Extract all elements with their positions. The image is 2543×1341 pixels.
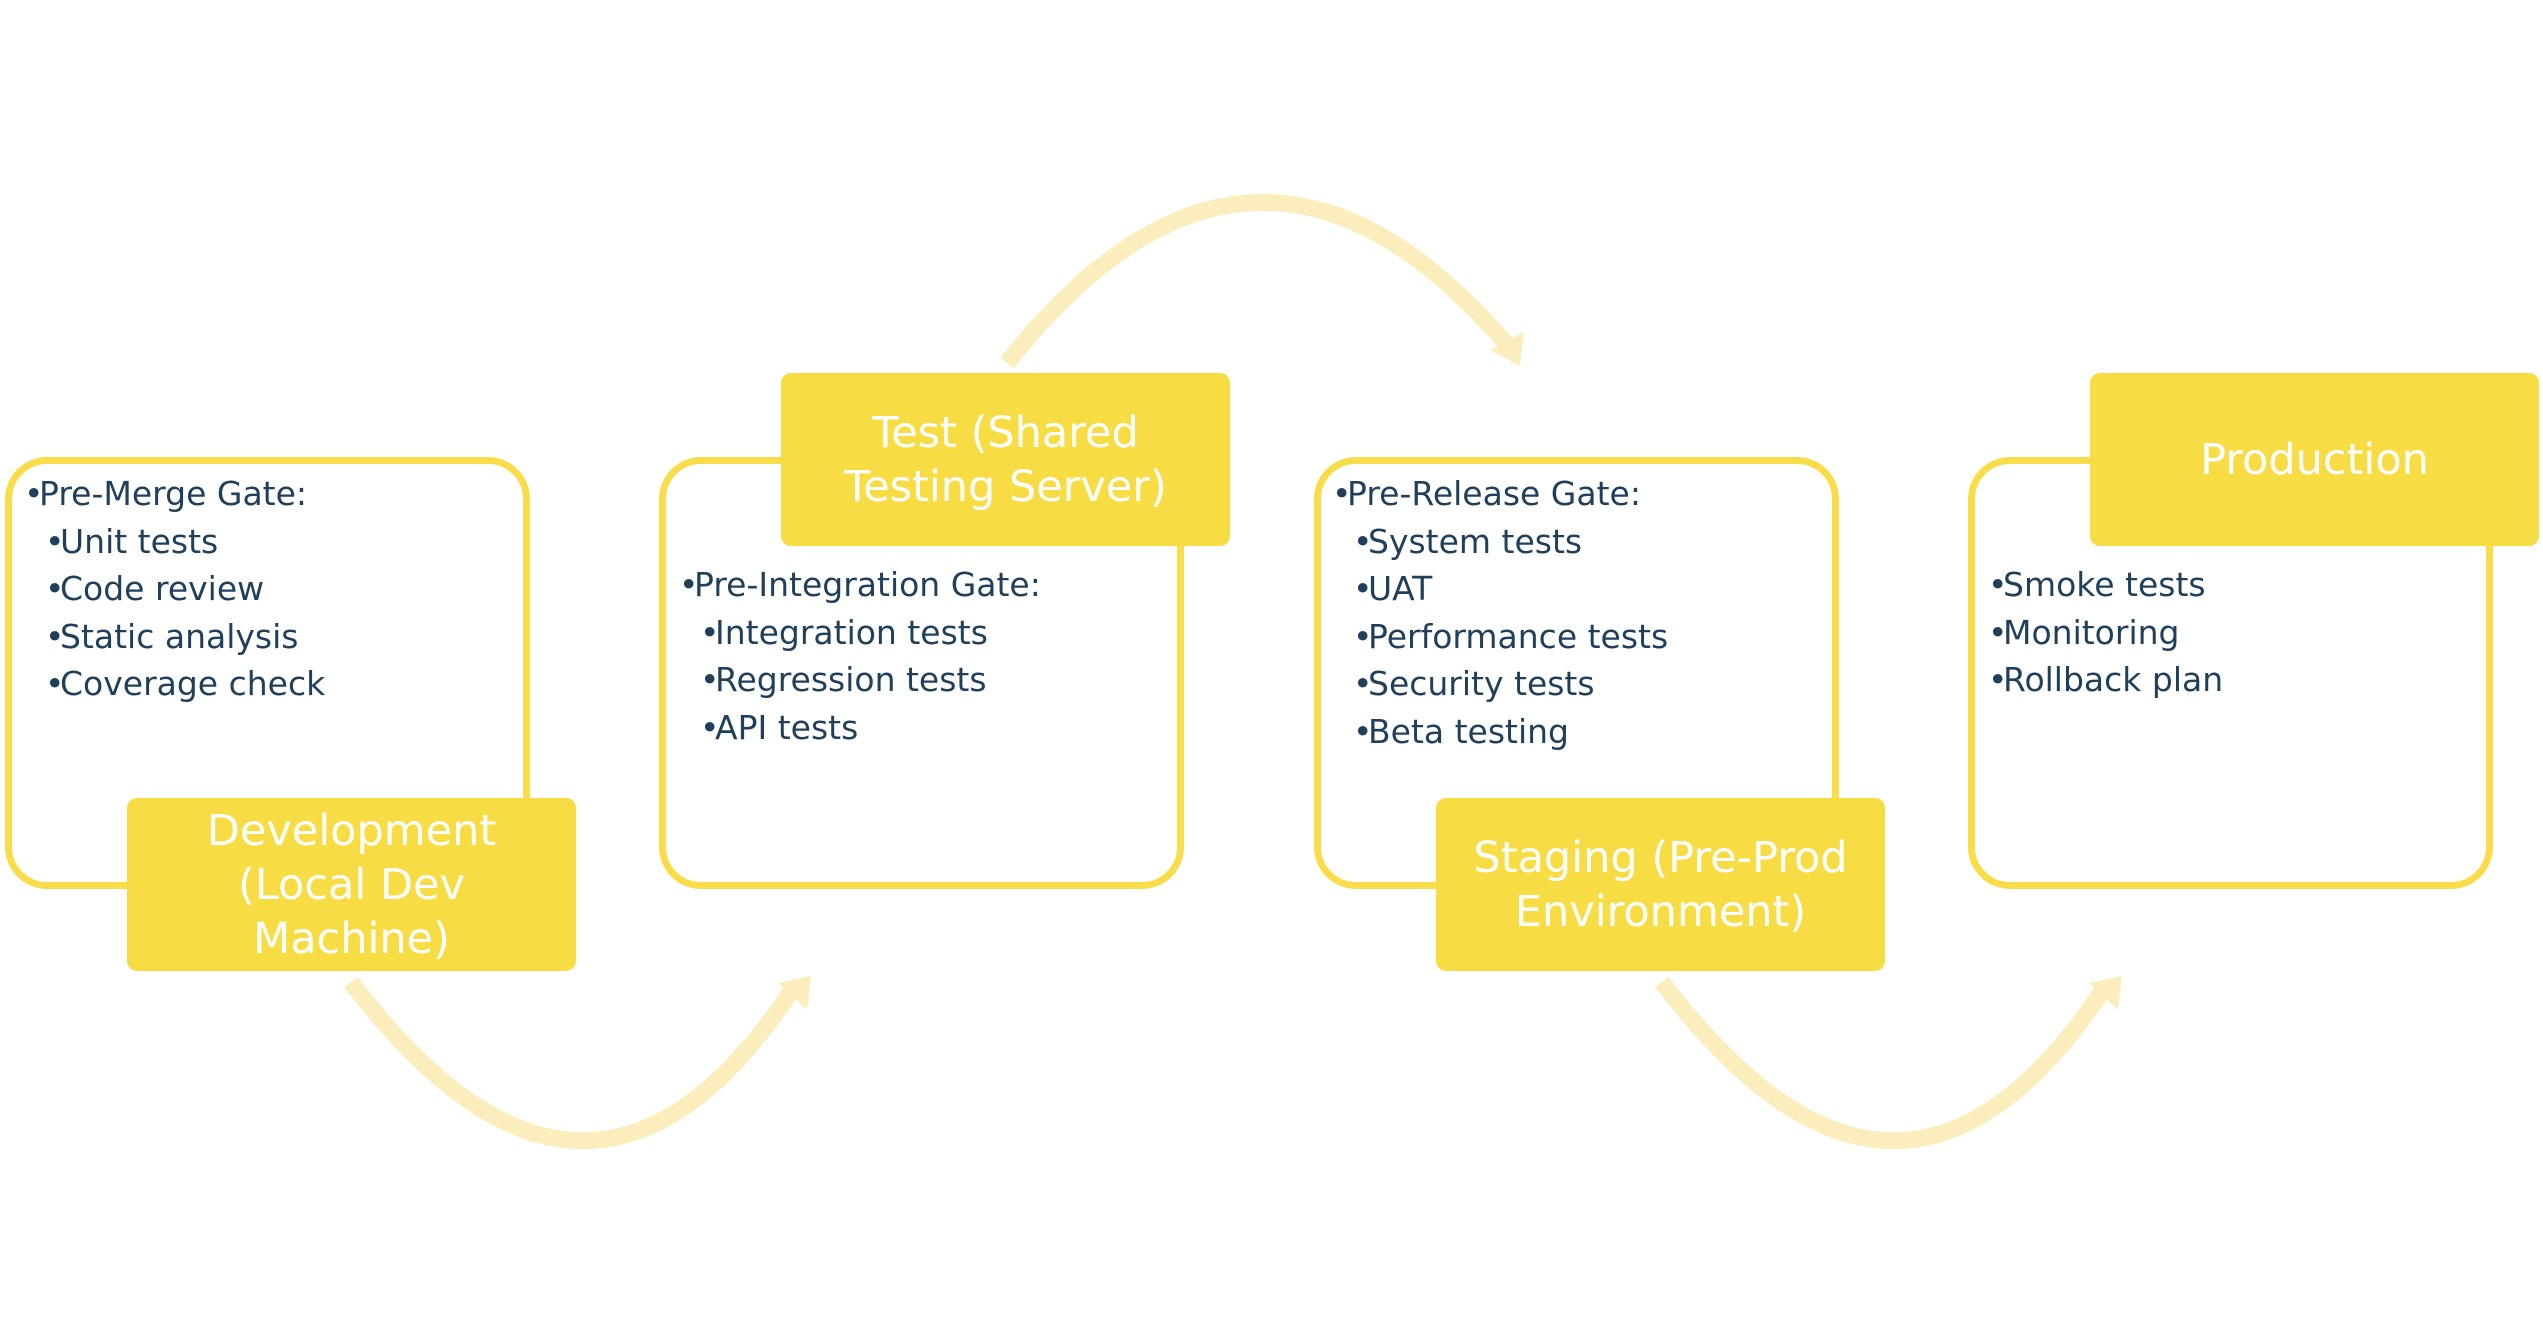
bullet-glyph: • <box>45 569 65 608</box>
gate-line: • Pre-Merge Gate: <box>24 470 325 518</box>
stage-staging-title: Staging (Pre-Prod Environment) <box>1436 798 1885 971</box>
list-item: • Beta testing <box>1332 708 1668 756</box>
flow-arrow-development-to-test-head <box>778 976 811 1010</box>
bullet-glyph: • <box>1988 565 2008 604</box>
list-item: • Unit tests <box>24 518 325 566</box>
list-item-label: System tests <box>1368 521 1583 561</box>
stage-test-content: • Pre-Integration Gate: • Integration te… <box>679 561 1041 751</box>
list-item: • Rollback plan <box>1988 656 2223 704</box>
list-item-label: Static analysis <box>60 616 299 656</box>
stage-title-label: Development (Local Dev Machine) <box>206 805 497 964</box>
stage-title-label: Production <box>2200 434 2429 485</box>
bullet-glyph: • <box>1353 521 1373 561</box>
bullet-glyph: • <box>679 565 699 604</box>
list-item-label: Code review <box>60 569 265 608</box>
bullet-glyph: • <box>1353 569 1373 608</box>
bullet-glyph: • <box>1988 660 2008 699</box>
flow-arrow-test-to-staging <box>1000 193 1516 369</box>
list-item: • Code review <box>24 565 325 613</box>
list-item: • Integration tests <box>679 609 1041 657</box>
list-item-label: Unit tests <box>60 521 219 561</box>
list-item-label: Beta testing <box>1368 711 1569 751</box>
list-item: • Static analysis <box>24 613 325 661</box>
list-item: • System tests <box>1332 518 1668 566</box>
stage-production-title: Production <box>2090 373 2539 546</box>
list-item-label: Rollback plan <box>2003 660 2224 699</box>
list-item: • Regression tests <box>679 656 1041 704</box>
bullet-glyph: • <box>45 664 65 703</box>
stage-test-title: Test (Shared Testing Server) <box>781 373 1230 546</box>
flow-arrow-test-to-staging-head <box>1490 332 1524 366</box>
bullet-glyph: • <box>700 660 720 699</box>
list-item-label: Monitoring <box>2003 612 2180 652</box>
flow-arrow-development-to-test <box>344 976 802 1150</box>
gate-line: • Pre-Integration Gate: <box>679 561 1041 609</box>
list-item: • Performance tests <box>1332 613 1668 661</box>
stage-title-label: Test (Shared Testing Server) <box>844 407 1167 512</box>
flow-arrow-staging-to-production <box>1655 976 2113 1150</box>
list-item-label: Integration tests <box>715 612 988 652</box>
bullet-glyph: • <box>45 616 65 656</box>
list-item-label: UAT <box>1368 569 1433 608</box>
list-item: • Coverage check <box>24 660 325 708</box>
stage-title-label: Staging (Pre-Prod Environment) <box>1473 832 1848 937</box>
stage-development-content: • Pre-Merge Gate: • Unit tests • Code re… <box>24 470 325 708</box>
bullet-glyph: • <box>1353 664 1373 703</box>
list-item: • Monitoring <box>1988 609 2223 657</box>
bullet-glyph: • <box>45 521 65 561</box>
bullet-glyph: • <box>1988 612 2008 652</box>
flow-arrow-staging-to-production-head <box>2089 976 2122 1010</box>
list-item-label: API tests <box>715 707 859 747</box>
stage-staging-content: • Pre-Release Gate: • System tests • UAT… <box>1332 470 1668 755</box>
list-item-label: Coverage check <box>60 664 326 703</box>
gate-label: Pre-Integration Gate: <box>694 565 1041 604</box>
gate-line: • Pre-Release Gate: <box>1332 470 1668 518</box>
stage-development-title: Development (Local Dev Machine) <box>127 798 576 971</box>
bullet-glyph: • <box>700 707 720 747</box>
list-item-label: Performance tests <box>1368 616 1669 656</box>
list-item: • UAT <box>1332 565 1668 613</box>
list-item-label: Regression tests <box>715 660 987 699</box>
list-item-label: Smoke tests <box>2003 565 2206 604</box>
gate-label: Pre-Release Gate: <box>1347 474 1641 513</box>
bullet-glyph: • <box>1353 711 1373 751</box>
bullet-glyph: • <box>1332 474 1352 513</box>
list-item: • Security tests <box>1332 660 1668 708</box>
bullet-glyph: • <box>1353 616 1373 656</box>
stage-production-content: • Smoke tests • Monitoring • Rollback pl… <box>1988 561 2223 704</box>
gate-label: Pre-Merge Gate: <box>39 474 308 513</box>
list-item-label: Security tests <box>1368 664 1595 703</box>
list-item: • API tests <box>679 704 1041 752</box>
bullet-glyph: • <box>24 474 44 513</box>
bullet-glyph: • <box>700 612 720 652</box>
list-item: • Smoke tests <box>1988 561 2223 609</box>
